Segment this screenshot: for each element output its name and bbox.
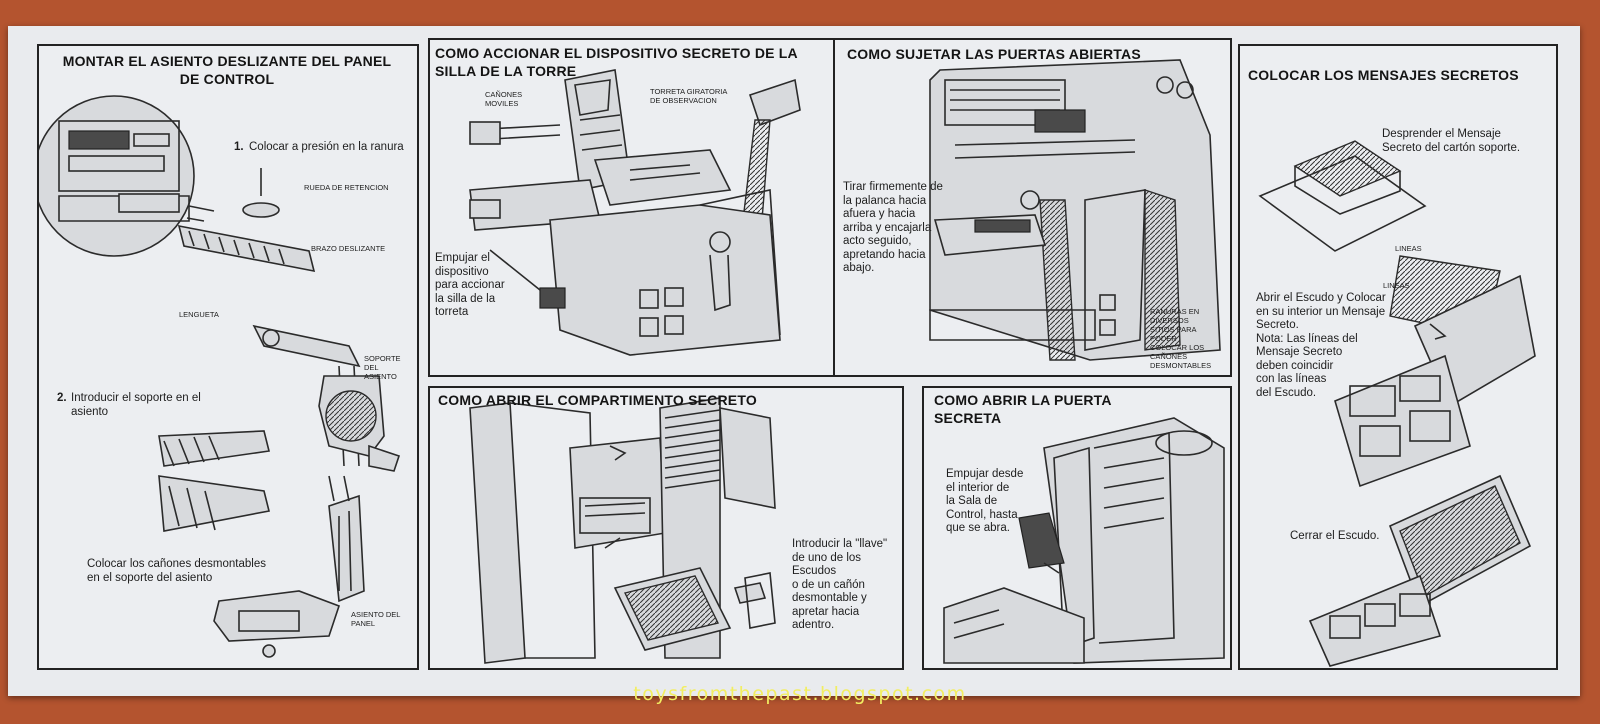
label-torreta-giratoria: TORRETA GIRATORIA DE OBSERVACION [650, 87, 728, 105]
panel-4-text-3: Cerrar el Escudo. [1290, 530, 1380, 542]
secret-messages-illustration [1258, 140, 1536, 667]
label-asiento-panel: ASIENTO DEL PANEL [351, 610, 401, 628]
panel-6-title: COMO ABRIR LA PUERTA SECRETA [934, 392, 1112, 426]
watermark: toysfromthepast.blogspot.com [633, 683, 967, 705]
panel-tower-seat-secret-device: COMO ACCIONAR EL DISPOSITIVO SECRETO DE … [428, 38, 837, 377]
panel-4-title: COLOCAR LOS MENSAJES SECRETOS [1248, 67, 1519, 83]
step-1-text: Colocar a presión en la ranura [249, 141, 404, 153]
panel-4-text-2: Abrir el Escudo y Colocar en su interior… [1256, 292, 1386, 399]
secret-compartment-illustration [469, 397, 776, 664]
panel-open-secret-door: COMO ABRIR LA PUERTA SECRETA Empujar des… [922, 386, 1232, 670]
panel-hold-doors-open: COMO SUJETAR LAS PUERTAS ABIERTAS Tirar … [833, 38, 1232, 377]
step-3-text: Colocar los cañones desmontables en el s… [87, 558, 266, 584]
label-ranuras: RANURAS EN DIVERSOS SITIOS PARA PODER CO… [1150, 307, 1212, 370]
panel-1-title: MONTAR EL ASIENTO DESLIZANTE DEL PANEL D… [62, 53, 392, 87]
sliding-seat-illustration [39, 95, 401, 658]
panel-2-title: COMO ACCIONAR EL DISPOSITIVO SECRETO DE … [435, 45, 798, 79]
label-rueda-retencion: RUEDA DE RETENCION [304, 183, 389, 192]
tower-seat-illustration [469, 69, 801, 356]
label-lineas-2: LINEAS [1383, 281, 1410, 290]
label-lineas-1: LINEAS [1395, 244, 1422, 253]
panel-mount-sliding-seat: MONTAR EL ASIENTO DESLIZANTE DEL PANEL D… [37, 44, 419, 670]
panel-secret-messages: COLOCAR LOS MENSAJES SECRETOS Desprender… [1238, 44, 1558, 670]
panel-6-text: Empujar desde el interior de la Sala de … [946, 468, 1024, 534]
step-2-number: 2. [57, 392, 67, 404]
label-lengueta: LENGUETA [179, 310, 219, 319]
panel-3-title: COMO SUJETAR LAS PUERTAS ABIERTAS [847, 46, 1141, 62]
panel-open-secret-compartment: COMO ABRIR EL COMPARTIMENTO SECRETO Intr… [428, 386, 904, 670]
doors-open-illustration [929, 59, 1221, 361]
label-canones-moviles: CAÑONES MOVILES [485, 90, 523, 108]
label-brazo-deslizante: BRAZO DESLIZANTE [311, 244, 386, 253]
panel-2-text: Empujar el dispositivo para accionar la … [435, 252, 505, 318]
panel-5-title: COMO ABRIR EL COMPARTIMENTO SECRETO [438, 392, 757, 408]
label-soporte-asiento: SOPORTE DEL ASIENTO [364, 354, 401, 381]
panel-4-text-1: Desprender el Mensaje Secreto del cartón… [1382, 128, 1521, 154]
secret-door-illustration [943, 417, 1225, 664]
panel-5-text: Introducir la "llave" de uno de los Escu… [792, 538, 888, 631]
step-1-number: 1. [234, 141, 244, 153]
panel-3-text: Tirar firmemente de la palanca hacia afu… [843, 181, 943, 274]
step-2-text: Introducir el soporte en el asiento [71, 392, 201, 418]
